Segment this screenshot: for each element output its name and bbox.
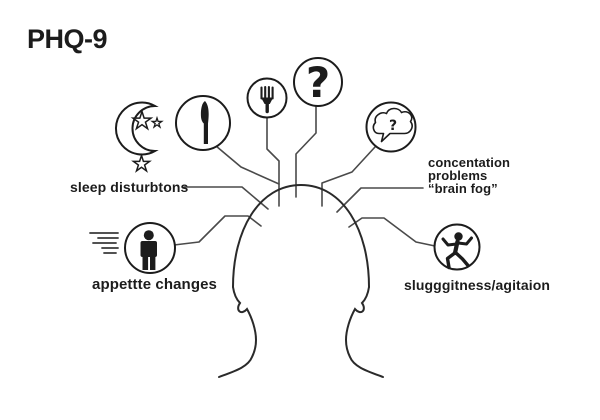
dancing-person-icon: [433, 223, 481, 271]
label-sleep-disturbances: sleep disturbtons: [70, 179, 189, 195]
knife-glyph: [200, 101, 209, 144]
person-right-leg: [150, 256, 156, 270]
person-head: [143, 230, 154, 241]
standing-person-icon: [124, 222, 176, 274]
head-dome: [232, 183, 370, 288]
fork-icon: [246, 77, 288, 119]
star-icon-bottom: [133, 156, 149, 171]
star-icon-small: [152, 118, 162, 127]
thought-bubble-question-icon: ?: [365, 101, 417, 153]
crescent-moon-icon: [114, 101, 159, 156]
connector-thought: [321, 146, 376, 207]
person-left-leg: [142, 256, 149, 270]
label-concentration-problems: concentation problems “brain fog”: [428, 156, 510, 195]
label-concentration-line3: “brain fog”: [428, 181, 498, 196]
label-concentration-line2: problems: [428, 168, 488, 183]
connector-question: [295, 106, 317, 198]
connector-knife: [215, 145, 280, 185]
question-glyph: ?: [306, 58, 330, 107]
question-mark-icon: ?: [293, 57, 343, 107]
knife-icon: [175, 95, 231, 151]
thought-cloud-glyph: [372, 107, 413, 143]
knife-icon-circle: [175, 95, 231, 151]
connector-sluggishness: [348, 217, 436, 247]
head-silhouette: [218, 183, 384, 378]
dancer-body: [441, 236, 473, 270]
fork-neck: [261, 97, 274, 104]
head-right-ear-neck-shoulder: [344, 286, 384, 378]
head-left-ear-neck-shoulder: [218, 286, 258, 378]
label-concentration-line1: concentation: [428, 155, 511, 170]
moon-stars-icon: [116, 103, 162, 171]
label-sluggishness-agitation: slugggitness/agitaion: [404, 277, 551, 293]
question-icon-circle: [293, 57, 343, 107]
connector-concentration: [336, 187, 424, 213]
page-title: PHQ-9: [27, 24, 108, 54]
label-appetite-changes: appettte changes: [92, 276, 217, 293]
star-icon-large: [133, 112, 151, 129]
dancer-head: [454, 232, 463, 241]
person-torso: [140, 241, 157, 257]
connector-sleep: [183, 186, 269, 210]
speed-lines: [89, 232, 119, 254]
connector-appetite: [173, 215, 262, 246]
connector-lines: [173, 106, 436, 247]
connector-fork: [266, 117, 280, 207]
thought-question-glyph: ?: [389, 118, 397, 134]
